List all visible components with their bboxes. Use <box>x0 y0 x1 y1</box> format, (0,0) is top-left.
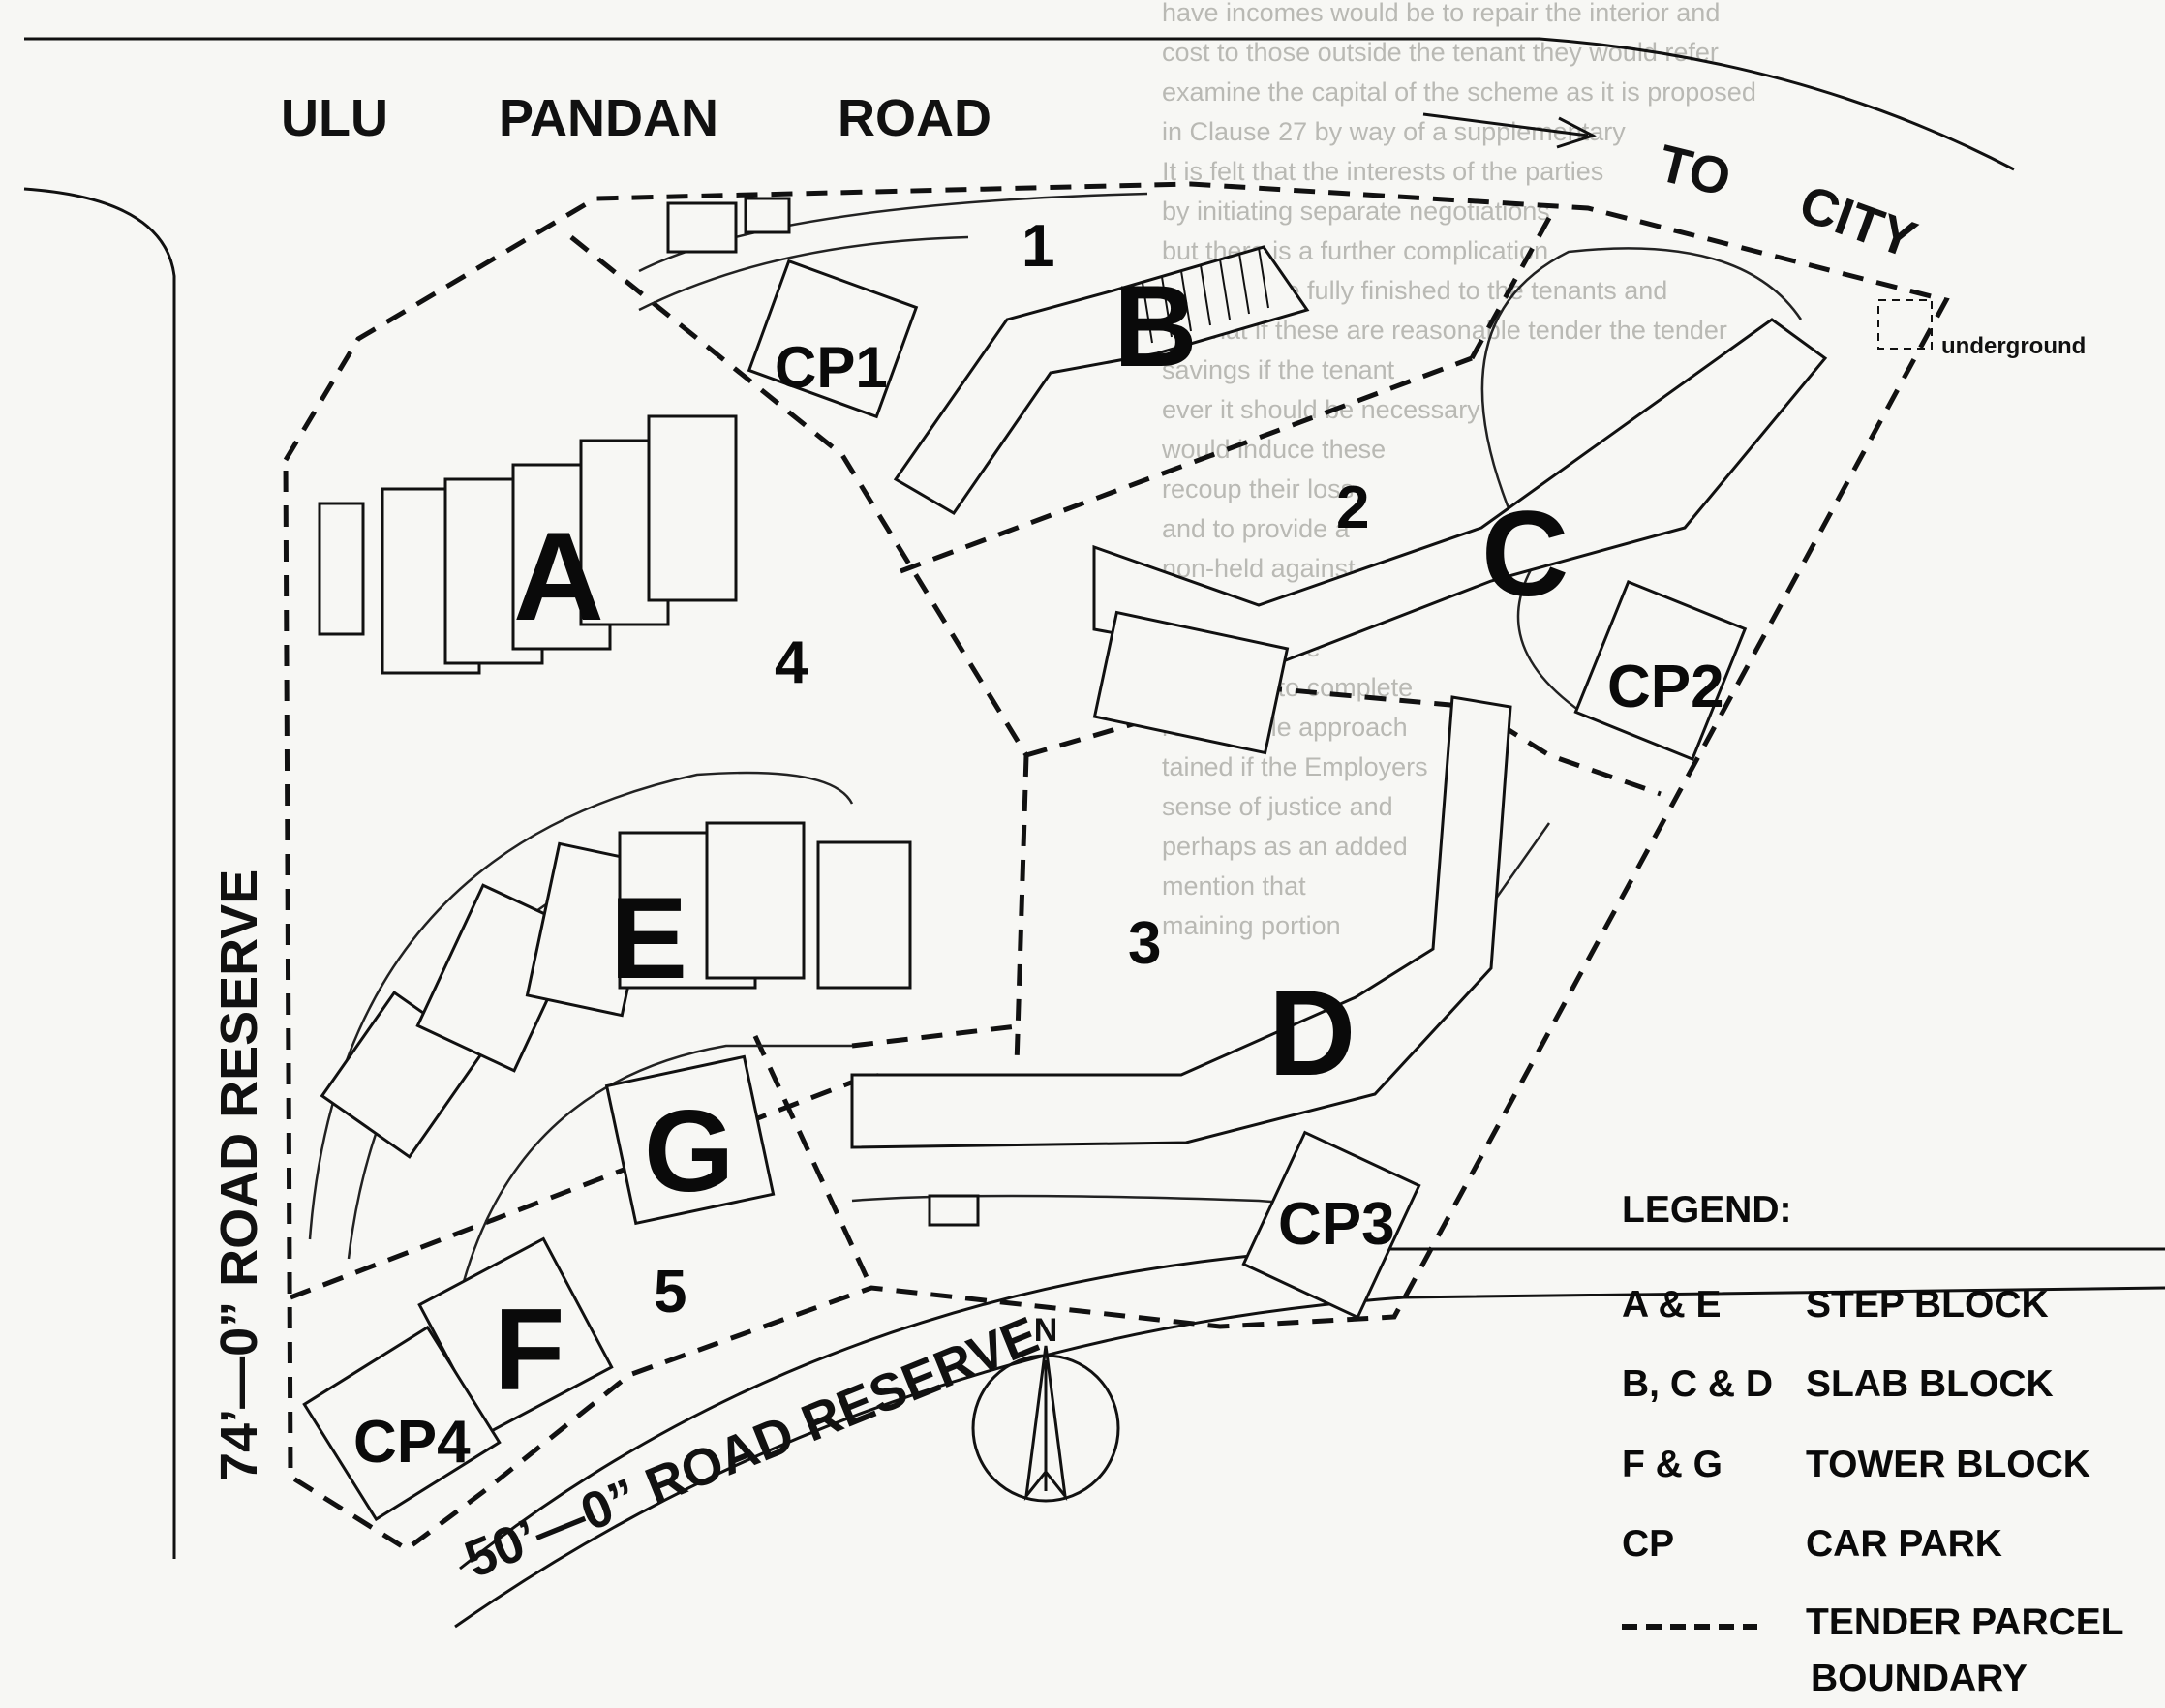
cp1-label: CP1 <box>775 335 888 400</box>
block-label-g: G <box>644 1086 734 1216</box>
block-a <box>318 414 738 675</box>
north-label: N <box>1034 1312 1058 1349</box>
background-text-line: cost to those outside the tenant they wo… <box>1162 38 1719 67</box>
small-structures <box>666 197 1933 1227</box>
parcel-3: 3 <box>1128 910 1161 977</box>
underground-label: underground <box>1941 333 2086 359</box>
ulu-label: ULU <box>281 89 388 147</box>
pandan-label: PANDAN <box>499 89 718 147</box>
background-text-line: and to provide a <box>1162 514 1351 543</box>
background-text-line: It is felt that the interests of the par… <box>1162 157 1603 186</box>
block-e <box>320 821 912 1159</box>
block-b-unit-line <box>1200 264 1211 326</box>
car-park-labels: CP1 CP2 CP3 CP4 <box>353 335 1724 1476</box>
block-label-b: B <box>1113 261 1198 391</box>
background-text-line: maining portion <box>1162 911 1341 940</box>
background-text: have incomes would be to repair the inte… <box>1161 0 1756 940</box>
block-b-unit-line <box>1142 282 1153 344</box>
city-label: CITY <box>1792 174 1924 269</box>
block-b-unit-line <box>1238 253 1250 315</box>
legend-value-4: CAR PARK <box>1806 1523 2002 1565</box>
parcel-labels: 1 2 3 4 5 <box>654 213 1369 1326</box>
block-b-unit-line <box>1258 247 1269 309</box>
block-label-f: F <box>494 1285 564 1415</box>
to-label: TO <box>1653 134 1736 207</box>
background-text-line: mention that <box>1162 871 1306 900</box>
legend-value-1: STEP BLOCK <box>1806 1284 2049 1326</box>
block-b-unit-line <box>1219 259 1231 320</box>
legend: LEGEND: A & E STEP BLOCK B, C & D SLAB B… <box>1622 1189 2124 1699</box>
block-label-e: E <box>610 873 687 1003</box>
parcel-4: 4 <box>775 629 808 696</box>
cp4-label: CP4 <box>353 1409 471 1476</box>
legend-value-5: TENDER PARCEL <box>1806 1601 2124 1643</box>
block-d <box>850 695 1512 1149</box>
west-road-reserve-label: 74’—0” ROAD RESERVE <box>210 869 268 1481</box>
road-label: ROAD <box>838 89 991 147</box>
block-b <box>893 245 1310 515</box>
legend-title: LEGEND: <box>1622 1189 1792 1231</box>
background-text-line: tained if the Employers <box>1162 752 1428 781</box>
car-park-cp3 <box>1241 1130 1421 1320</box>
background-text-line: examine the capital of the scheme as it … <box>1162 77 1756 107</box>
background-text-line: non-held against <box>1162 554 1356 583</box>
block-label-d: D <box>1268 966 1356 1101</box>
north-arrow: N <box>971 1312 1120 1503</box>
cp3-label: CP3 <box>1278 1191 1395 1258</box>
background-text-line: savings if the tenant <box>1162 355 1395 384</box>
parcel-5: 5 <box>654 1259 686 1326</box>
block-b-unit-line <box>1122 288 1134 350</box>
car-park-cp4 <box>302 1325 502 1522</box>
background-text-line: recoup their loss <box>1162 474 1354 503</box>
city-arrow <box>1422 112 1597 149</box>
block-labels: A B C D E F G <box>494 261 1569 1415</box>
background-text-line: by initiating separate negotiations <box>1162 197 1550 226</box>
legend-key-3: F & G <box>1622 1444 1723 1485</box>
background-text-line: sense of justice and <box>1162 792 1393 821</box>
background-text-line: have incomes would be to repair the inte… <box>1162 0 1720 27</box>
background-text-line: ever it should be necessary <box>1162 395 1480 424</box>
car-park-cp2 <box>1573 579 1748 761</box>
parcel-1: 1 <box>1022 213 1054 280</box>
parcel-2: 2 <box>1336 474 1369 541</box>
block-b-unit-line <box>1161 276 1173 338</box>
legend-key-4: CP <box>1622 1523 1674 1565</box>
block-label-a: A <box>513 505 604 647</box>
legend-key-1: A & E <box>1622 1284 1722 1326</box>
car-park-cp1 <box>747 259 919 419</box>
background-text-line: perhaps as an added <box>1162 832 1408 861</box>
legend-boundary-word: BOUNDARY <box>1811 1658 2028 1699</box>
block-label-c: C <box>1481 487 1569 622</box>
cp2-label: CP2 <box>1607 654 1724 720</box>
legend-value-3: TOWER BLOCK <box>1806 1444 2090 1485</box>
legend-key-2: B, C & D <box>1622 1363 1773 1405</box>
legend-value-2: SLAB BLOCK <box>1806 1363 2054 1405</box>
block-g <box>604 1054 776 1226</box>
block-b-unit-line <box>1180 270 1192 332</box>
road-edges <box>23 37 2165 1629</box>
